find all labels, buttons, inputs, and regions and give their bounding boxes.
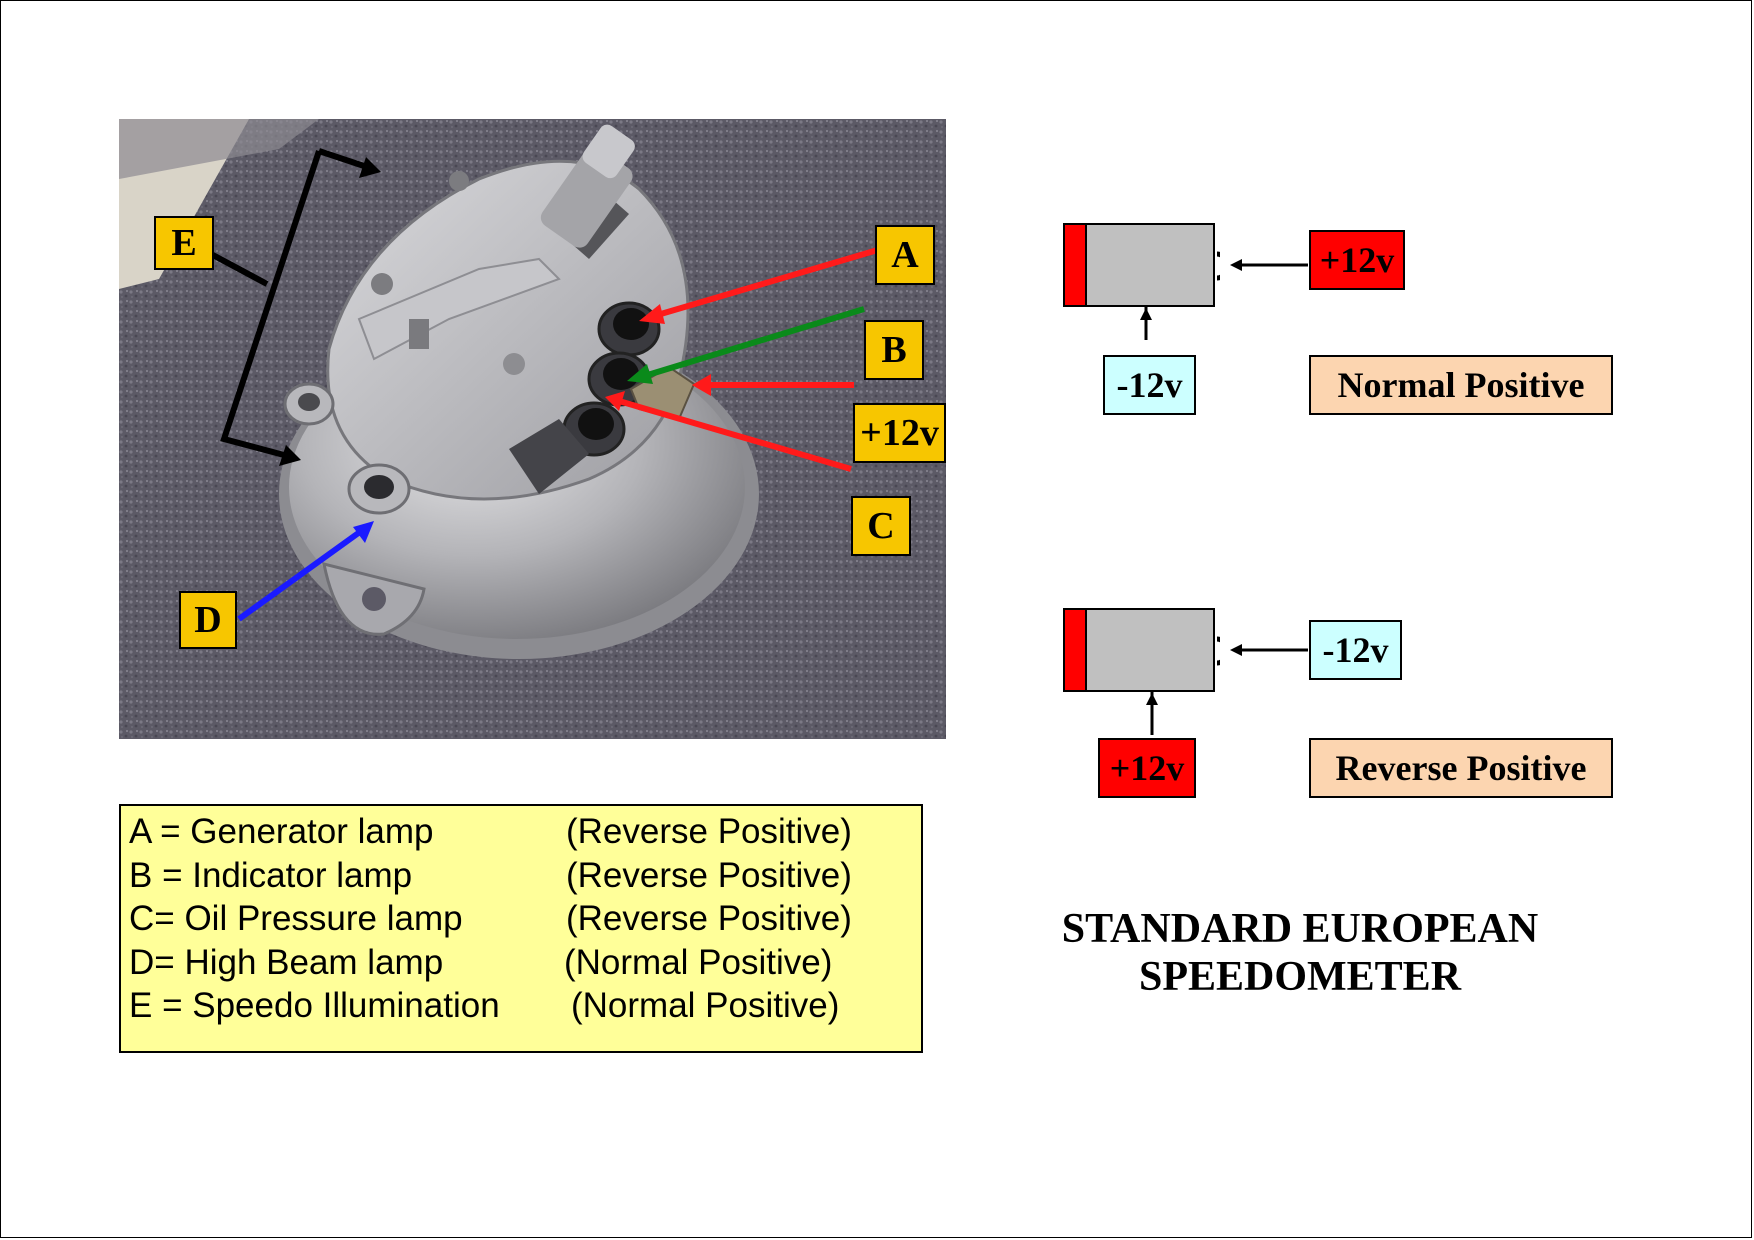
lamp-body [1063, 223, 1215, 307]
title-line-1: STANDARD EUROPEAN [1061, 906, 1539, 952]
lamp-cap [1063, 223, 1087, 307]
legend-key: C= Oil Pressure lamp [129, 899, 463, 938]
normal-plus-label: +12v [1309, 230, 1405, 290]
legend-key: D= High Beam lamp [129, 942, 444, 982]
diagram-title: STANDARD EUROPEAN SPEEDOMETER [1040, 905, 1560, 1001]
legend-row: A = Generator lamp (Reverse Positive) [129, 812, 921, 856]
arrow-c [605, 391, 852, 472]
arrow-a [639, 246, 882, 324]
title-line-2: SPEEDOMETER [1138, 954, 1462, 1000]
legend-key: A = Generator lamp [129, 812, 434, 851]
terminal-hook [1216, 251, 1220, 281]
legend-value: (Normal Positive) [571, 986, 840, 1025]
reverse-plus-label: +12v [1098, 738, 1196, 798]
legend-row: D= High Beam lamp (Normal Positive) [129, 943, 921, 987]
arrow-b [627, 306, 865, 384]
arrow-plus12 [692, 374, 854, 396]
lamp-body [1063, 608, 1215, 692]
legend-value: (Reverse Positive) [566, 899, 852, 938]
legend-row: C= Oil Pressure lamp (Reverse Positive) [129, 899, 921, 943]
arrow-e [209, 148, 381, 466]
normal-lamp-diagram [1063, 223, 1220, 340]
reverse-lamp-diagram [1063, 608, 1220, 735]
legend-key: E = Speedo Illumination [129, 986, 500, 1025]
tag-e: E [154, 216, 214, 270]
normal-minus-label: -12v [1103, 355, 1196, 415]
tag-d: D [179, 591, 237, 649]
legend-value: (Reverse Positive) [566, 812, 852, 851]
legend-key: B = Indicator lamp [129, 855, 413, 895]
legend-row: E = Speedo Illumination (Normal Positive… [129, 986, 921, 1030]
lamp-cap [1063, 608, 1087, 692]
tag-a: A [875, 225, 935, 285]
normal-right-arrow [1230, 259, 1308, 271]
arrow-d [237, 521, 374, 622]
legend-box: A = Generator lamp (Reverse Positive) B … [119, 804, 923, 1053]
terminal-hook [1216, 636, 1220, 666]
tag-c: C [851, 496, 911, 556]
tag-b: B [864, 320, 924, 380]
reverse-right-arrow [1230, 644, 1308, 656]
speedometer-photo [119, 119, 946, 739]
legend-value: (Reverse Positive) [566, 855, 852, 895]
normal-positive-caption: Normal Positive [1309, 355, 1613, 415]
legend-value: (Normal Positive) [564, 942, 833, 982]
reverse-minus-label: -12v [1309, 620, 1402, 680]
tag-plus12v: +12v [853, 403, 946, 463]
legend-row: B = Indicator lamp (Reverse Positive) [129, 856, 921, 900]
reverse-positive-caption: Reverse Positive [1309, 738, 1613, 798]
